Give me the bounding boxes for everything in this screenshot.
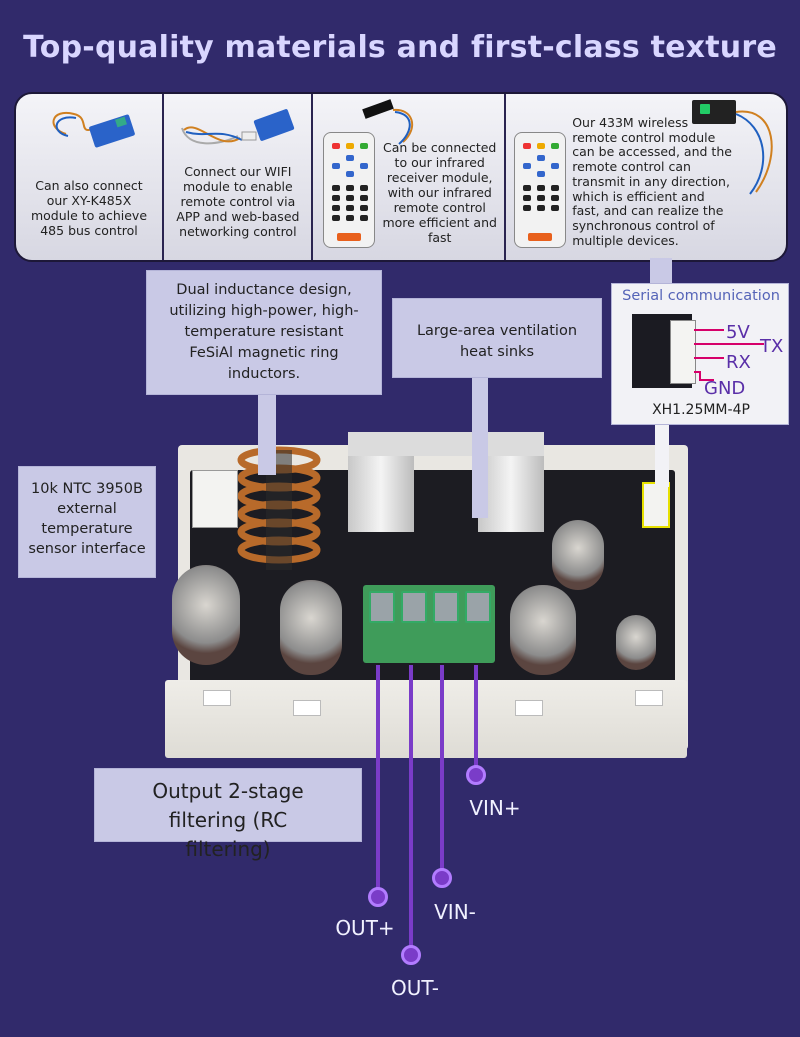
433m-module-image xyxy=(692,100,773,195)
serial-wiring xyxy=(694,329,764,381)
serial-connector-housing xyxy=(670,320,696,384)
433m-remote-image xyxy=(514,132,567,248)
wifi-module-image xyxy=(180,109,294,145)
capacitor xyxy=(552,520,604,590)
serial-pin-tx: TX xyxy=(760,336,784,357)
inductor-image xyxy=(237,446,321,570)
heatsink-callout-stem xyxy=(472,378,488,518)
serial-connector xyxy=(642,482,670,528)
wire-vin-plus xyxy=(474,665,478,775)
inductor-callout: Dual inductance design, utilizing high-p… xyxy=(146,270,382,395)
inductor-callout-text: Dual inductance design, utilizing high-p… xyxy=(169,282,359,382)
capacitor xyxy=(616,615,656,670)
feature-strip: Can also connect our XY-K485X module to … xyxy=(14,92,788,262)
inductor-callout-stem xyxy=(258,395,276,475)
serial-title: Serial communication xyxy=(622,288,780,304)
capacitor xyxy=(510,585,576,675)
feature-infrared: Can be connected to our infrared receive… xyxy=(313,94,507,260)
heatsink-callout: Large-area ventilation heat sinks xyxy=(392,298,602,378)
heatsink-callout-text: Large-area ventilation heat sinks xyxy=(416,323,578,360)
filter-callout: Output 2-stage filtering (RC filtering) xyxy=(94,768,362,861)
feature-wifi-text: Connect our WIFI module to enable remote… xyxy=(176,164,300,239)
serial-callout-stem xyxy=(650,258,672,284)
feature-433m: Our 433M wireless remote control module … xyxy=(506,94,786,260)
vin-minus-dot xyxy=(432,868,452,888)
out-minus-label: OUT- xyxy=(391,976,439,1000)
wire-out-minus xyxy=(409,665,413,955)
ir-receiver-image xyxy=(361,99,413,145)
feature-infrared-text: Can be connected to our infrared receive… xyxy=(382,140,497,245)
serial-callout-pointer xyxy=(655,425,669,487)
out-plus-dot xyxy=(368,887,388,907)
wire-out-plus xyxy=(376,665,380,897)
capacitor xyxy=(172,565,240,665)
feature-433m-text: Our 433M wireless remote control module … xyxy=(572,115,732,248)
wire-vin-minus xyxy=(440,665,444,877)
ntc-callout-text: 10k NTC 3950B external temperature senso… xyxy=(28,481,146,557)
out-plus-label: OUT+ xyxy=(335,916,395,940)
feature-wifi: Connect our WIFI module to enable remote… xyxy=(164,94,313,260)
filter-callout-text: Output 2-stage filtering (RC filtering) xyxy=(152,779,304,861)
serial-pin-5v: 5V xyxy=(726,322,750,343)
feature-rs485: Can also connect our XY-K485X module to … xyxy=(16,94,164,260)
serial-pin-gnd: GND xyxy=(704,378,746,399)
serial-connector-label: XH1.25MM-4P xyxy=(652,402,750,418)
capacitor xyxy=(280,580,342,675)
ir-remote-image xyxy=(322,132,375,248)
vin-plus-label: VIN+ xyxy=(469,796,521,820)
out-minus-dot xyxy=(401,945,421,965)
heatsink-top xyxy=(348,432,544,456)
page-title: Top-quality materials and first-class te… xyxy=(23,30,777,65)
feature-rs485-text: Can also connect our XY-K485X module to … xyxy=(30,178,148,238)
case-front-panel xyxy=(165,680,687,758)
vin-minus-label: VIN- xyxy=(434,900,476,924)
serial-pin-rx: RX xyxy=(726,352,751,373)
vin-plus-dot xyxy=(466,765,486,785)
ntc-connector xyxy=(192,470,238,528)
rs485-module-image xyxy=(52,111,135,148)
serial-callout: Serial communication 5V TX RX GND XH1.25… xyxy=(611,283,789,425)
ntc-callout: 10k NTC 3950B external temperature senso… xyxy=(18,466,156,578)
terminal-block xyxy=(363,585,495,663)
